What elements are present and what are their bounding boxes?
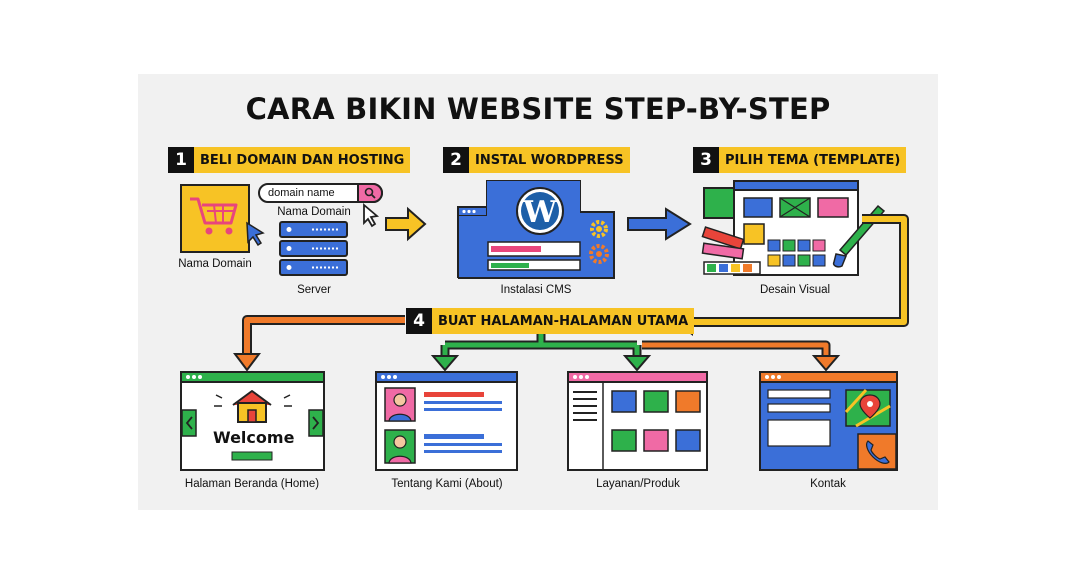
house-icon [232,390,272,423]
step-3-label: PILIH TEMA (TEMPLATE) [719,147,907,173]
step-4-number: 4 [406,308,432,334]
step-1-label: BELI DOMAIN DAN HOSTING [194,147,411,173]
about-page-window [375,371,518,471]
gear-icon [589,244,609,264]
caption-home-page: Halaman Beranda (Home) [184,478,320,490]
server-icon [279,221,348,276]
caption-products-page: Layanan/Produk [596,478,680,490]
svg-text:W: W [522,195,558,230]
caption-domain-name: Nama Domain [277,206,351,218]
home-welcome-text: Welcome [213,428,295,447]
cursor-icon [363,203,380,228]
step-1-number: 1 [168,147,194,173]
step-2-label: INSTAL WORDPRESS [469,147,630,173]
arrow-step2-to-step3 [627,207,692,241]
connector-to-about-products [442,332,640,357]
step-2-number: 2 [443,147,469,173]
search-icon[interactable] [357,183,383,203]
cursor-icon [246,221,265,247]
domain-search-text: domain name [268,187,335,199]
diagram-title: CARA BIKIN WEBSITE STEP-BY-STEP [245,92,831,126]
step-3-header: 3 PILIH TEMA (TEMPLATE) [693,147,907,173]
avatar-icon [384,387,416,422]
shopping-cart-icon [180,184,250,253]
connector-to-contact [642,342,829,357]
step-4-label: BUAT HALAMAN-HALAMAN UTAMA [432,308,695,334]
home-page-window [180,371,325,471]
gear-icon [590,220,608,238]
step-1-header: 1 BELI DOMAIN DAN HOSTING [168,147,411,173]
caption-visual-design: Desain Visual [759,284,831,296]
palette-icon [701,226,761,275]
connector-to-home [244,317,405,356]
map-pin-icon [844,388,891,428]
connector-step3-to-step4 [690,216,907,325]
arrow-step1-to-step2 [385,206,427,242]
step-4-header: 4 BUAT HALAMAN-HALAMAN UTAMA [406,308,695,334]
step-2-header: 2 INSTAL WORDPRESS [443,147,630,173]
caption-about-page: Tentang Kami (About) [391,478,503,490]
domain-search-input[interactable]: domain name [258,183,383,203]
caption-cart: Nama Domain [178,258,252,270]
step-3-number: 3 [693,147,719,173]
avatar-icon [384,429,416,464]
contact-page-window [759,371,898,471]
caption-cms-install: Instalasi CMS [500,284,572,296]
products-page-window [567,371,708,471]
caption-contact-page: Kontak [810,478,846,490]
phone-icon [857,433,897,470]
template-design-window [701,180,886,276]
caption-server: Server [297,284,331,296]
wordpress-icon: W [516,187,564,235]
wordpress-installer-window: <> W [457,180,615,279]
